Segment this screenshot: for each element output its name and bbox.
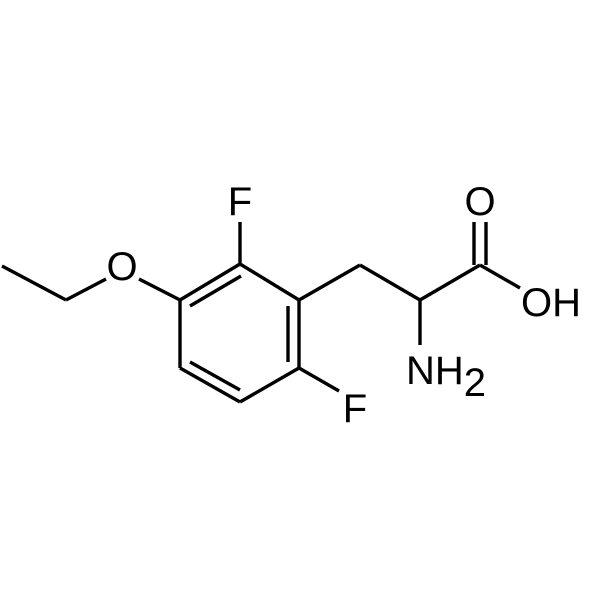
bond-o-ring (138, 277, 181, 302)
atom-label-carbonyl-oxygen: O (464, 180, 495, 224)
bond-ch2-o (65, 277, 107, 302)
bond-ch2-calpha (359, 263, 421, 302)
amine-nh: NH (406, 349, 464, 393)
bond-c-hydroxyl (479, 263, 521, 290)
ring-bond-c1-c2-inner (189, 274, 242, 308)
bond-ch3-ch2 (1, 264, 67, 302)
bond-ring-f-bottom (298, 366, 340, 393)
ring-bond-c2-c3 (239, 262, 300, 302)
atom-label-hydroxyl: OH (521, 281, 581, 325)
bond-calpha-ccooh (419, 263, 481, 302)
ring-bond-c5-c6 (179, 366, 241, 404)
atom-label-amine: NH2 (406, 349, 486, 405)
atom-label-fluorine-top: F (228, 180, 252, 224)
atom-label-fluorine-bottom: F (343, 387, 367, 431)
atom-label-ether-oxygen: O (106, 245, 137, 289)
ring-bond-c4-c5 (239, 366, 300, 404)
ring-bond-c1-c2 (179, 262, 241, 302)
amine-subscript: 2 (464, 361, 486, 405)
ring-bond-c5-c6-inner (189, 360, 241, 392)
bond-ring-ch2 (298, 263, 361, 302)
